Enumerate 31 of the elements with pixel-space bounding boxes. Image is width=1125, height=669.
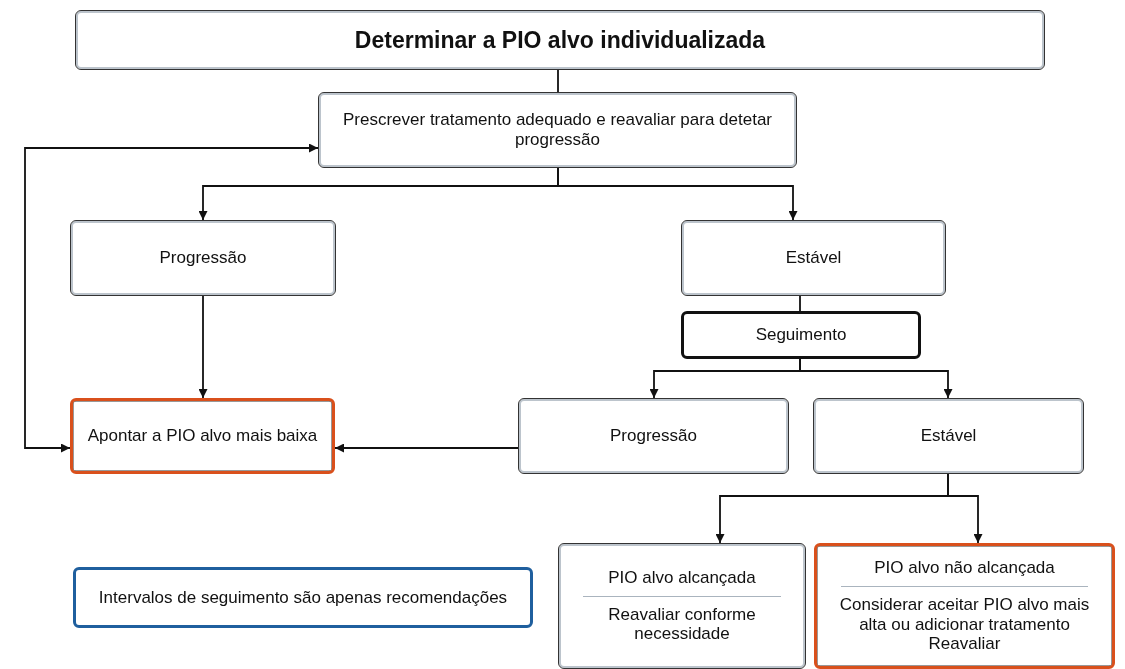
box-note: Considerar aceitar PIO alvo mais alta ou adicionar tratamento — [838, 594, 1091, 635]
arrow — [799, 358, 953, 399]
process-box — [813, 398, 1084, 474]
box-label: Estável — [920, 426, 977, 446]
title-box — [75, 10, 1045, 70]
process-box — [318, 92, 797, 168]
box-label: Seguimento — [755, 325, 847, 345]
box-label: Intervalos de seguimento são apenas recomendações — [98, 587, 508, 608]
box-label: Prescrever tratamento adequado e reavaliar para detetar progressão — [342, 110, 773, 150]
box-note: Reavaliar — [928, 634, 1001, 654]
box-label: PIO alvo não alcançada — [874, 558, 1055, 578]
box-label: PIO alvo alcançada — [608, 568, 756, 588]
box-label: Apontar a PIO alvo mais baixa — [87, 426, 318, 446]
process-box — [70, 220, 336, 296]
process-box — [70, 398, 335, 474]
process-box — [558, 543, 806, 669]
arrow — [947, 473, 983, 544]
arrow — [24, 143, 319, 453]
process-box — [681, 311, 921, 359]
box-note: Reavaliar conforme necessidade — [607, 604, 757, 644]
arrow — [198, 295, 208, 399]
box-label: Estável — [785, 248, 842, 268]
box-label: Progressão — [159, 248, 247, 268]
process-box — [814, 543, 1115, 669]
arrow — [334, 443, 519, 453]
process-box — [73, 567, 533, 628]
process-box — [681, 220, 946, 296]
arrow — [557, 167, 798, 221]
box-label: Progressão — [610, 426, 697, 446]
process-box — [518, 398, 789, 474]
box-label: Determinar a PIO alvo individualizada — [354, 26, 766, 54]
